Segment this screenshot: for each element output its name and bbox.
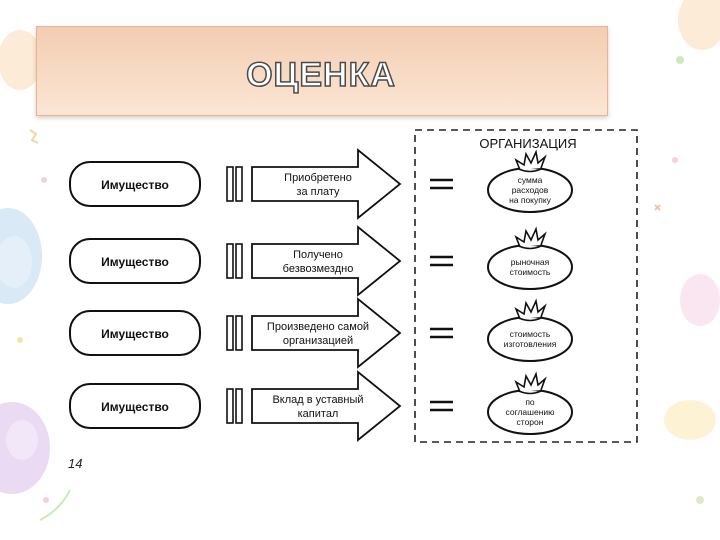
asset-label: Имущество (101, 327, 169, 341)
valuation-row: Имущество Получено безвозмездно рыночнаясто… (70, 227, 572, 295)
bag-label: сторон (517, 417, 544, 427)
arrow-label: Вклад в уставный (272, 394, 363, 406)
connector-bar (236, 389, 242, 423)
asset-label: Имущество (101, 255, 169, 269)
asset-label: Имущество (101, 178, 169, 192)
connector-bar (227, 167, 233, 201)
arrow-label: организацией (283, 335, 353, 347)
valuation-row: Имущество Вклад в уставный капитал посоглаш… (70, 372, 572, 440)
arrow-label: за плату (296, 186, 340, 198)
arrow-shape (252, 372, 400, 440)
bag-label: соглашению (505, 407, 555, 417)
money-bag-tuft (516, 152, 545, 170)
bag-label: сумма (518, 175, 543, 185)
slide-title: ОЦЕНКА (0, 56, 642, 95)
valuation-row: Имущество Произведено самой организацией ст… (70, 299, 572, 367)
page-number: 14 (68, 456, 82, 471)
bag-label: стоимость (510, 329, 551, 339)
connector-bar (227, 244, 233, 278)
money-bag-tuft (516, 229, 545, 247)
valuation-row: Имущество Приобретено за плату суммарасходо… (70, 150, 572, 218)
bag-label: стоимость (510, 267, 551, 277)
connector-bar (227, 316, 233, 350)
bag-label: по (525, 397, 535, 407)
bag-label: на покупку (509, 195, 552, 205)
arrow-shape (252, 150, 400, 218)
arrow-label: безвозмездно (283, 263, 354, 275)
valuation-diagram: ОРГАНИЗАЦИЯ Имущество Приобретено за плату с… (60, 122, 660, 462)
organization-label: ОРГАНИЗАЦИЯ (479, 136, 576, 151)
money-bag-tuft (516, 374, 545, 392)
connector-bar (227, 389, 233, 423)
arrow-label: Приобретено (284, 172, 352, 184)
connector-bar (236, 167, 242, 201)
money-bag-tuft (516, 301, 545, 319)
asset-label: Имущество (101, 400, 169, 414)
arrow-label: Получено (293, 249, 343, 261)
bag-label: расходов (512, 185, 549, 195)
connector-bar (236, 244, 242, 278)
bag-label: рыночная (511, 257, 550, 267)
bag-label: изготовления (504, 339, 557, 349)
arrow-shape (252, 299, 400, 367)
arrow-label: капитал (298, 408, 339, 420)
connector-bar (236, 316, 242, 350)
arrow-label: Произведено самой (267, 321, 369, 333)
arrow-shape (252, 227, 400, 295)
